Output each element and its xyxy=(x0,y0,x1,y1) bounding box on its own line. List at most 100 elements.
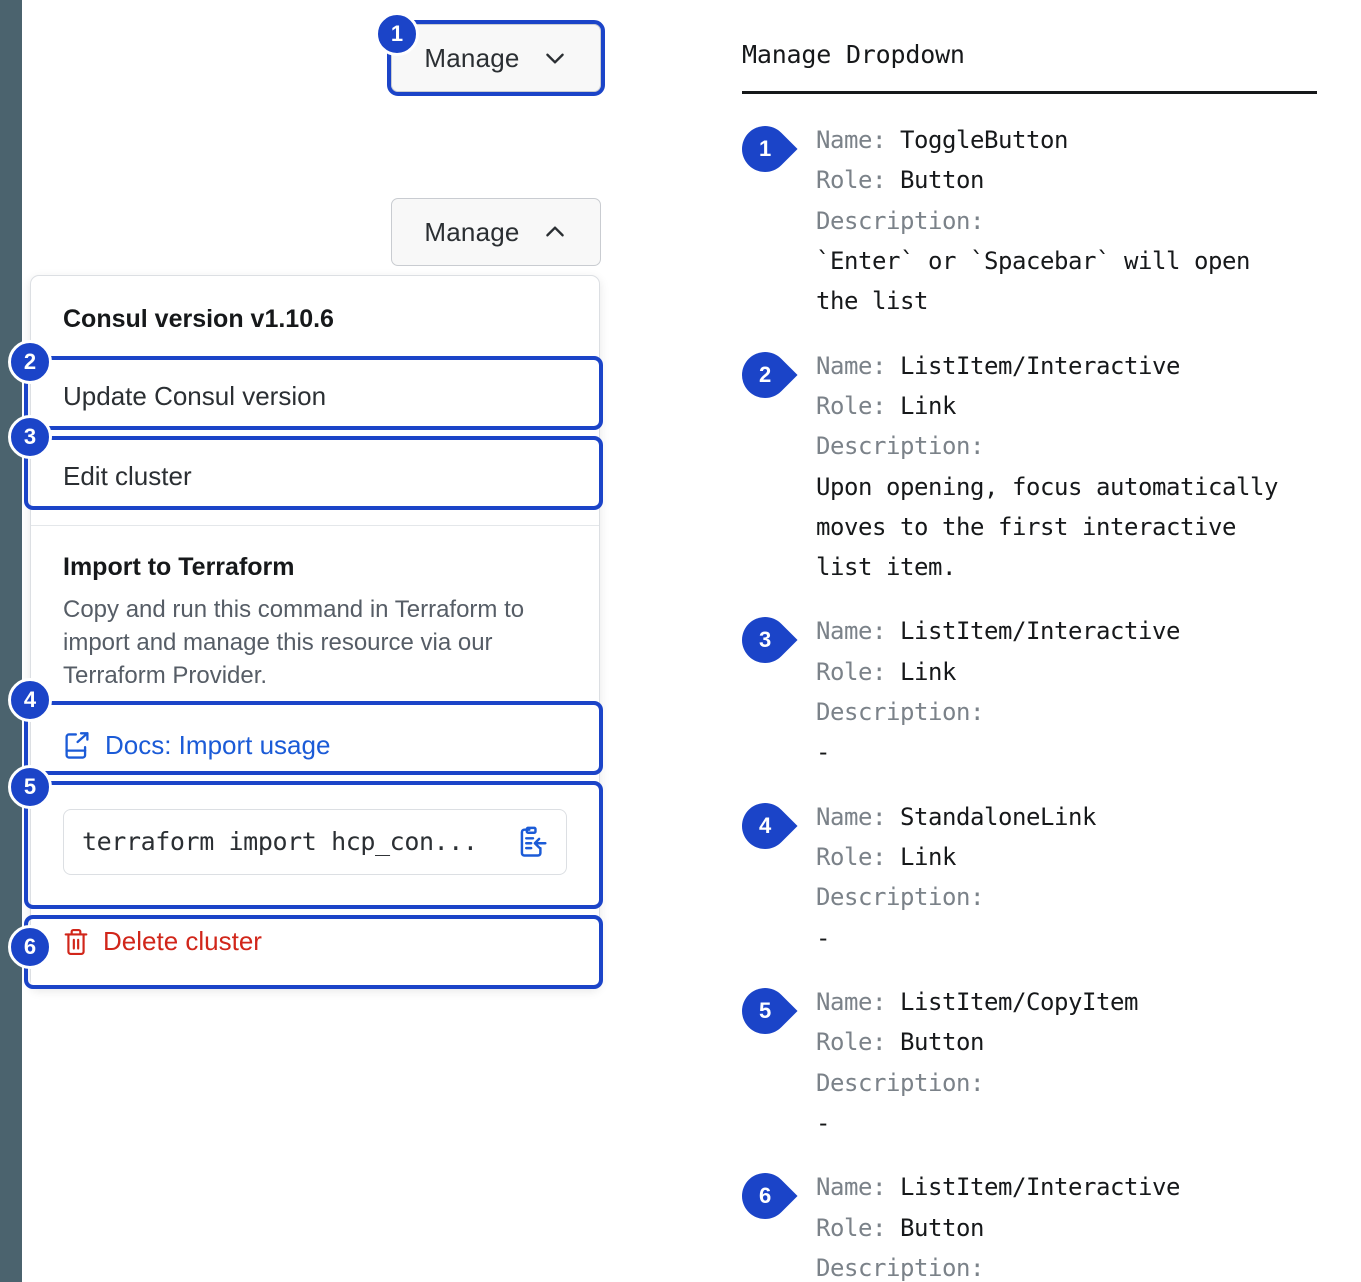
legend-pin-3: 3 xyxy=(732,607,798,673)
import-to-terraform-description: Copy and run this command in Terraform t… xyxy=(63,596,525,690)
legend-pin-number: 6 xyxy=(758,1183,772,1209)
marker-2: 2 xyxy=(8,340,52,384)
legend-description-text: - xyxy=(816,1108,830,1137)
menu-item-delete-cluster[interactable]: Delete cluster xyxy=(31,900,599,987)
legend-field-label: Role: xyxy=(816,843,900,871)
legend-role-line: Role: Button xyxy=(816,1208,1292,1248)
terraform-command-box[interactable]: terraform import hcp_con... xyxy=(63,808,567,875)
legend-field-label: Role: xyxy=(816,1028,900,1057)
legend-description-text: Upon opening, focus automatically moves … xyxy=(816,472,1278,582)
legend-field-label: Name: xyxy=(816,351,900,380)
legend-field-value: StandaloneLink xyxy=(900,802,1096,831)
chevron-up-icon xyxy=(542,219,568,245)
menu-item-update-consul-version[interactable]: Update Consul version xyxy=(31,355,599,437)
legend-name-line: Name: ToggleButton xyxy=(816,120,1250,160)
legend-description-label: Description: xyxy=(816,432,984,461)
legend-field-value: Link xyxy=(900,657,956,686)
terraform-command-row[interactable]: terraform import hcp_con... xyxy=(31,787,599,901)
consul-version-heading: Consul version v1.10.6 xyxy=(63,305,334,333)
trash-icon xyxy=(63,927,89,957)
legend-pin-number: 5 xyxy=(758,997,772,1023)
legend-pin-2: 2 xyxy=(732,342,798,408)
menu-item-edit-cluster[interactable]: Edit cluster xyxy=(31,436,599,517)
legend-pin-number: 3 xyxy=(758,627,772,653)
legend-field-label: Role: xyxy=(816,1213,900,1242)
legend-field-value: Button xyxy=(900,166,984,195)
legend-role-line: Role: Button xyxy=(816,160,1250,200)
legend-field-label: Name: xyxy=(816,802,900,831)
legend-description-label: Description: xyxy=(816,883,984,912)
legend-role-line: Role: Button xyxy=(816,1022,1138,1062)
legend-field-label: Name: xyxy=(816,987,900,1016)
import-to-terraform-heading: Import to Terraform xyxy=(63,552,295,581)
delete-cluster-label: Delete cluster xyxy=(103,926,262,957)
marker-3: 3 xyxy=(8,415,52,459)
legend-divider xyxy=(742,91,1317,94)
legend-name-line: Name: ListItem/Interactive xyxy=(816,1167,1292,1207)
legend-field-value: Link xyxy=(900,391,956,420)
legend-field-value: ListItem/Interactive xyxy=(900,1173,1180,1202)
menu-item-label: Update Consul version xyxy=(63,380,327,411)
legend-pin-number: 1 xyxy=(758,136,772,161)
manage-button-label-open: Manage xyxy=(424,217,520,247)
chevron-down-icon xyxy=(542,45,568,71)
copy-to-clipboard-icon[interactable] xyxy=(518,826,548,858)
legend-pin-number: 2 xyxy=(758,361,772,387)
marker-4: 4 xyxy=(8,678,52,722)
left-nav-rail xyxy=(0,0,22,1282)
legend-description-label: Description: xyxy=(816,1253,984,1282)
legend-field-value: ListItem/Interactive xyxy=(900,617,1180,646)
legend-field-value: ToggleButton xyxy=(900,126,1068,154)
legend-field-label: Name: xyxy=(816,1173,900,1202)
docs-link-label: Docs: Import usage xyxy=(105,730,331,761)
legend-role-line: Role: Link xyxy=(816,386,1278,426)
legend-description-label: Description: xyxy=(816,1068,984,1097)
legend-name-line: Name: StandaloneLink xyxy=(816,797,1096,837)
manage-button-label: Manage xyxy=(424,43,520,73)
marker-6: 6 xyxy=(8,925,52,969)
marker-5: 5 xyxy=(8,765,52,809)
legend-role-line: Role: Link xyxy=(816,652,1180,692)
legend-description-text: - xyxy=(816,738,830,767)
manage-dropdown-toggle-closed[interactable]: Manage xyxy=(391,24,601,92)
legend-pin-number: 4 xyxy=(758,812,772,838)
manage-dropdown-toggle-open[interactable]: Manage xyxy=(391,198,601,266)
legend-name-line: Name: ListItem/CopyItem xyxy=(816,982,1138,1022)
legend-field-label: Name: xyxy=(816,617,900,646)
legend-field-value: ListItem/CopyItem xyxy=(900,987,1138,1016)
legend-title: Manage Dropdown xyxy=(742,40,965,69)
legend-field-value: Link xyxy=(900,843,956,871)
legend-field-value: ListItem/Interactive xyxy=(900,351,1180,380)
legend-description-text: `Enter` or `Spacebar` will open the list xyxy=(816,246,1250,316)
legend-field-label: Role: xyxy=(816,391,900,420)
legend-description-text: - xyxy=(816,923,830,952)
legend-name-line: Name: ListItem/Interactive xyxy=(816,346,1278,386)
terraform-command-text: terraform import hcp_con... xyxy=(82,827,478,857)
menu-item-docs-import-usage[interactable]: Docs: Import usage xyxy=(31,704,599,787)
marker-1: 1 xyxy=(375,12,419,56)
legend-field-label: Role: xyxy=(816,166,900,195)
menu-divider xyxy=(31,524,599,526)
legend-field-label: Role: xyxy=(816,657,900,686)
legend-field-label: Name: xyxy=(816,126,900,154)
legend-description-label: Description: xyxy=(816,698,984,727)
legend-pin-1: 1 xyxy=(732,116,798,182)
legend-description-label: Description: xyxy=(816,206,984,235)
legend-field-value: Button xyxy=(900,1028,984,1057)
docs-external-link-icon xyxy=(63,731,91,761)
legend-field-value: Button xyxy=(900,1213,984,1242)
